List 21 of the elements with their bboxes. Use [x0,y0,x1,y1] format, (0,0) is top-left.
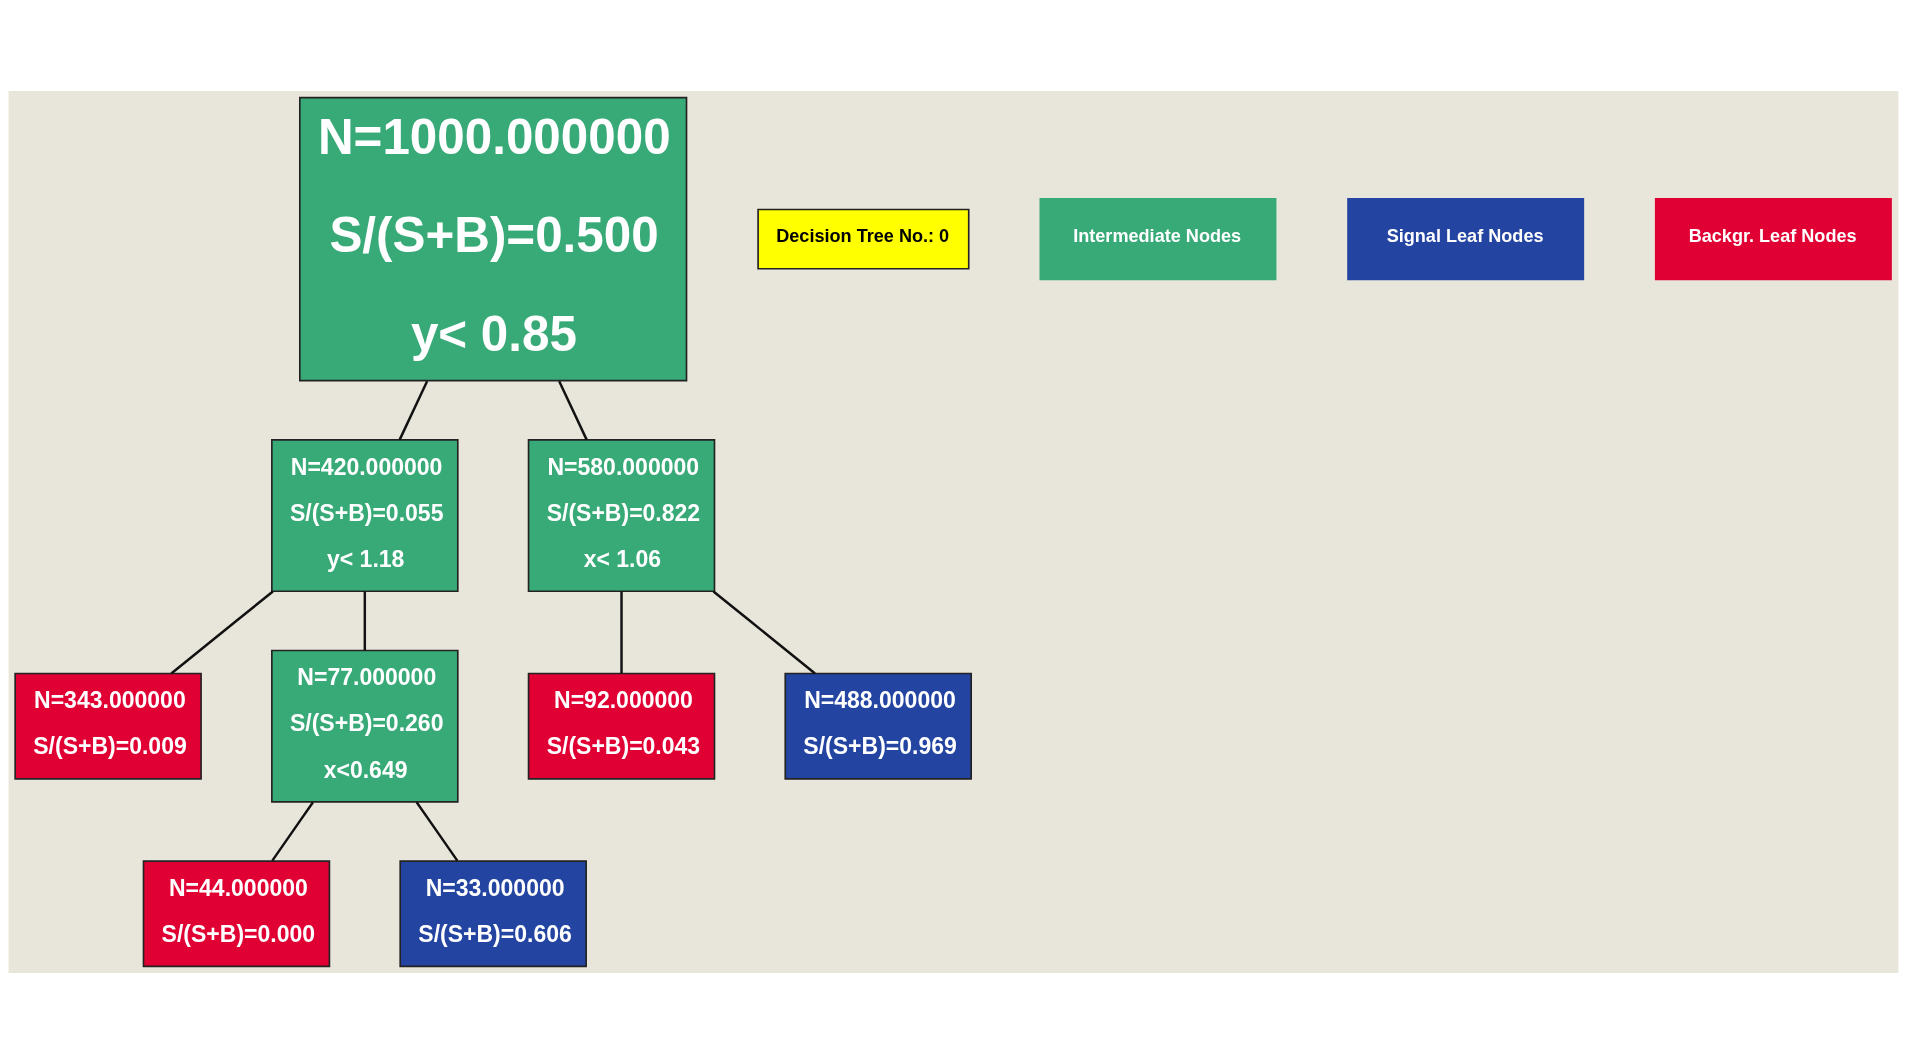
node-box: Decision Tree No.: 0 [757,208,970,270]
connector [398,380,429,440]
legend-label: Intermediate Nodes [1073,225,1242,246]
connector [170,590,274,674]
connector [712,590,816,674]
node-box: N=92.000000 S/(S+B)=0.043 [527,672,716,780]
legend-label: Backgr. Leaf Nodes [1688,225,1857,246]
connector [363,590,367,650]
connector [558,380,588,440]
node-box: N=488.000000 S/(S+B)=0.969 [784,672,972,780]
node-box: N=343.000000 S/(S+B)=0.009 [14,672,202,780]
connector [620,590,623,673]
node-box: N=1000.000000 S/(S+B)=0.500 y< 0.85 [299,96,688,381]
node-box: N=33.000000 S/(S+B)=0.606 [399,859,587,967]
legend-label: Signal Leaf Nodes [1386,225,1544,246]
node-box: N=580.000000 S/(S+B)=0.822 x< 1.06 [527,438,716,592]
node-box: N=77.000000 S/(S+B)=0.260 x<0.649 [271,649,459,803]
connector [271,801,314,861]
node-box: N=44.000000 S/(S+B)=0.000 [142,859,331,967]
node-box: N=420.000000 S/(S+B)=0.055 y< 1.18 [271,438,459,592]
connector [415,801,459,861]
